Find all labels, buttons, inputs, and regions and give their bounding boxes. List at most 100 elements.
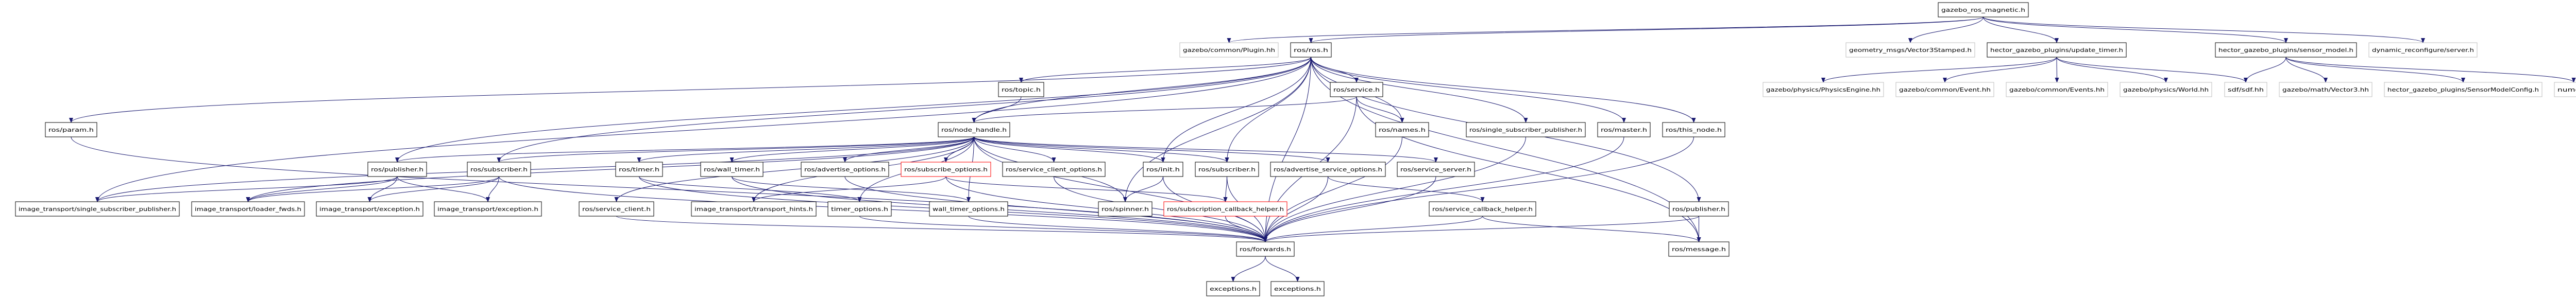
node-label: ros/node_handle.h (941, 127, 1007, 133)
edge-init-to-spinner (1123, 176, 1163, 202)
node-label: gazebo_ros_magnetic.h (1941, 7, 2025, 13)
graph-node-events: gazebo/common/Events.hh (2006, 82, 2108, 97)
graph-node-exception2[interactable]: image_transport/exception.h (434, 201, 542, 217)
graph-node-wall-timer-options[interactable]: wall_timer_options.h (929, 201, 1008, 217)
edge-ros_ros-to-ros_ssp (1311, 57, 1528, 123)
node-box (1330, 82, 1383, 97)
node-label: image_transport/loader_fwds.h (195, 206, 301, 213)
graph-node-service-server[interactable]: ros/service_server.h (1397, 162, 1475, 177)
node-label: gazebo/math/Vector3.hh (2282, 86, 2369, 93)
graph-node-subscribe-options[interactable]: ros/subscribe_options.h (901, 162, 991, 177)
node-box (615, 162, 663, 177)
edge-service_client-to-forwards (616, 216, 1267, 242)
graph-node-timer[interactable]: ros/timer.h (615, 162, 663, 177)
edge-ros_ros-to-subscriber1 (497, 57, 1311, 163)
graph-node-subscriber2[interactable]: ros/subscriber.h (1195, 162, 1259, 177)
node-box (827, 201, 892, 217)
graph-node-adv-srv-options[interactable]: ros/advertise_service_options.h (1270, 162, 1386, 177)
edge-subscriber1-to-loader_fwds (246, 176, 499, 202)
graph-node-publisher1[interactable]: ros/publisher.h (367, 162, 427, 177)
node-label: ros/subscriber.h (1198, 166, 1256, 173)
graph-node-loader-fwds[interactable]: image_transport/loader_fwds.h (191, 201, 305, 217)
edge-service_client_options-to-forwards (1054, 176, 1267, 242)
node-label: exceptions.h (1210, 286, 1257, 292)
node-box (700, 162, 764, 177)
node-box (901, 162, 991, 177)
graph-node-exceptions2[interactable]: exceptions.h (1270, 281, 1325, 296)
graph-node-it-ssp[interactable]: image_transport/single_subscriber_publis… (15, 201, 180, 217)
edge-ros_ros-to-master (1311, 57, 1626, 123)
graph-node-advertise-options[interactable]: ros/advertise_options.h (801, 162, 889, 177)
node-box (998, 82, 1044, 97)
edge-ros_ssp-to-forwards (1263, 136, 1526, 242)
edge-root-to-vec3stamped (1908, 16, 1984, 43)
node-label: sdf/sdf.hh (2228, 86, 2264, 93)
graph-node-subscriber1[interactable]: ros/subscriber.h (467, 162, 531, 177)
edge-param-to-forwards (71, 136, 1267, 242)
graph-node-sensor-cfg: hector_gazebo_plugins/SensorModelConfig.… (2384, 82, 2543, 97)
edge-root-to-plugin (1227, 16, 1984, 43)
graph-node-srv-cb-helper[interactable]: ros/service_callback_helper.h (1429, 201, 1536, 217)
graph-node-names[interactable]: ros/names.h (1375, 122, 1429, 137)
graph-node-sub-cb-helper[interactable]: ros/subscription_callback_helper.h (1163, 201, 1287, 217)
edge-forwards-to-exceptions2 (1265, 256, 1300, 282)
node-label: image_transport/exception.h (437, 206, 538, 213)
node-box (467, 162, 531, 177)
node-label: ros/timer.h (619, 166, 659, 173)
node-box (1429, 201, 1536, 217)
graph-node-exception1[interactable]: image_transport/exception.h (316, 201, 423, 217)
graph-node-wall-timer[interactable]: ros/wall_timer.h (700, 162, 764, 177)
node-box (1236, 241, 1295, 257)
node-label: ros/subscriber.h (470, 166, 528, 173)
graph-node-param[interactable]: ros/param.h (45, 122, 97, 137)
node-box (1597, 122, 1651, 137)
edge-root-to-update_timer (1983, 16, 2059, 43)
node-box (801, 162, 889, 177)
edge-subscriber1-to-exception1 (367, 176, 499, 202)
edge-names-to-forwards (1263, 136, 1402, 242)
edge-forwards-to-exceptions1 (1231, 256, 1266, 282)
edge-timer_options-to-forwards (859, 216, 1267, 242)
graph-node-publisher2[interactable]: ros/publisher.h (1669, 201, 1729, 217)
edge-subscribe_options-to-sub_cb_helper (945, 176, 1228, 202)
node-label: ros/this_node.h (1666, 127, 1722, 133)
graph-node-service-client[interactable]: ros/service_client.h (579, 201, 654, 217)
edge-sensor_model-to-sdf (2244, 57, 2286, 83)
node-box (1290, 42, 1332, 58)
edge-node_handle-to-init (974, 136, 1165, 163)
graph-node-service[interactable]: ros/service.h (1330, 82, 1383, 97)
edge-publisher1-to-it_ssp (95, 176, 398, 202)
graph-node-this-node[interactable]: ros/this_node.h (1662, 122, 1725, 137)
graph-node-timer-options[interactable]: timer_options.h (827, 201, 892, 217)
node-label: timer_options.h (831, 206, 888, 213)
graph-node-master[interactable]: ros/master.h (1597, 122, 1651, 137)
node-box (691, 201, 817, 217)
graph-node-ros-ros[interactable]: ros/ros.h (1290, 42, 1332, 58)
node-box (1662, 122, 1725, 137)
edge-ros_ros-to-subscriber2 (1225, 57, 1311, 163)
graph-node-topic[interactable]: ros/topic.h (998, 82, 1044, 97)
graph-node-ros-ssp[interactable]: ros/single_subscriber_publisher.h (1466, 122, 1586, 137)
edge-sensor_model-to-numeric (2285, 57, 2576, 83)
graph-node-node-handle[interactable]: ros/node_handle.h (938, 122, 1010, 137)
graph-node-update-timer[interactable]: hector_gazebo_plugins/update_timer.h (1987, 42, 2127, 58)
edge-publisher2-to-forwards (1263, 216, 1699, 242)
graph-node-init[interactable]: ros/init.h (1143, 162, 1183, 177)
graph-node-sensor-model[interactable]: hector_gazebo_plugins/sensor_model.h (2215, 42, 2357, 58)
edge-node_handle-to-wall_timer (730, 136, 974, 163)
graph-node-transport-hints[interactable]: image_transport/transport_hints.h (691, 201, 817, 217)
edge-node_handle-to-loader_fwds (246, 136, 974, 202)
graph-node-root[interactable]: gazebo_ros_magnetic.h (1938, 2, 2029, 17)
node-label: ros/message.h (1672, 246, 1726, 253)
graph-node-forwards[interactable]: ros/forwards.h (1236, 241, 1295, 257)
graph-node-exceptions1[interactable]: exceptions.h (1206, 281, 1260, 296)
graph-node-message[interactable]: ros/message.h (1668, 241, 1730, 257)
graph-node-service-client-options[interactable]: ros/service_client_options.h (1002, 162, 1106, 177)
graph-node-spinner[interactable]: ros/spinner.h (1098, 201, 1153, 217)
node-box (2368, 42, 2478, 58)
node-label: numeric (2557, 86, 2576, 93)
node-label: image_transport/transport_hints.h (694, 206, 813, 213)
node-box (1987, 42, 2127, 58)
edge-adv_srv_options-to-forwards (1263, 176, 1328, 242)
